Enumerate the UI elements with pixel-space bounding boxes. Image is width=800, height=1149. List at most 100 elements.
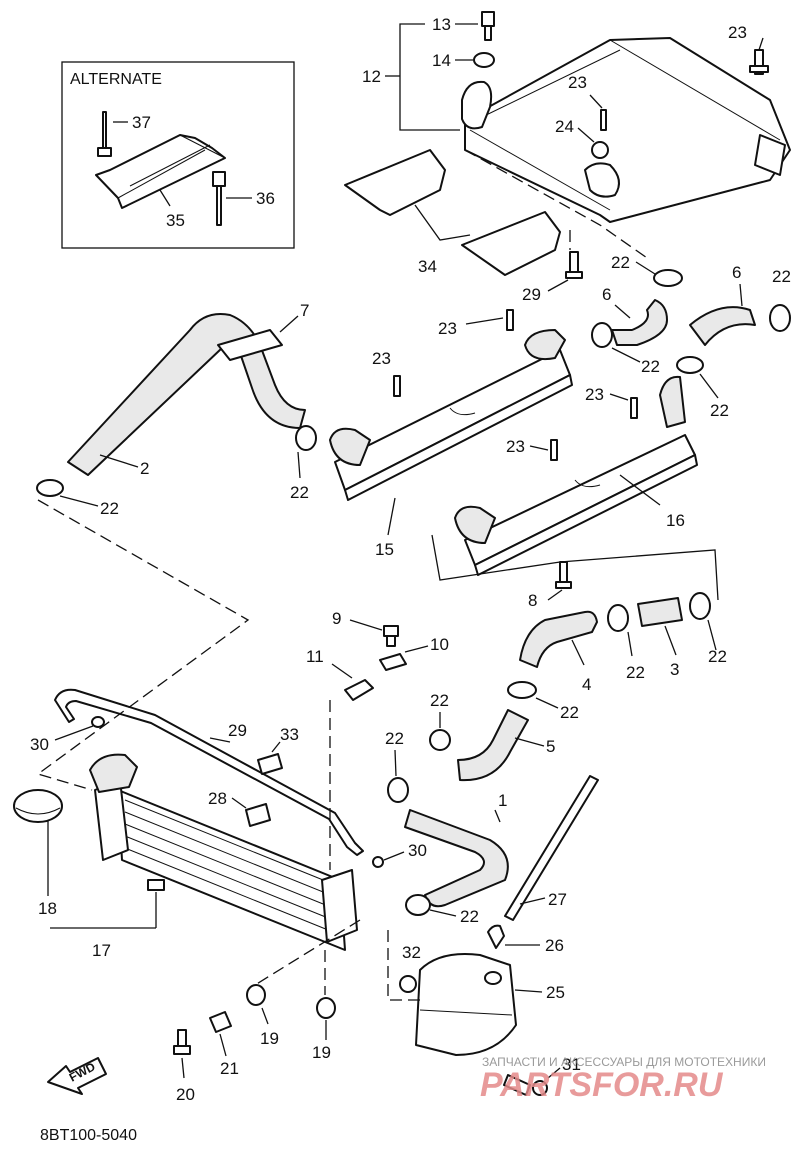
- callout-22-l: 22: [460, 907, 479, 926]
- callout-21: 21: [220, 1059, 239, 1078]
- bolt-23-top: [749, 49, 769, 75]
- callout-20: 20: [176, 1085, 195, 1104]
- watermark-line1: ЗАПЧАСТИ И АКСЕССУАРЫ ДЛЯ МОТОТЕХНИКИ: [482, 1055, 766, 1069]
- callout-19-a: 19: [260, 1029, 279, 1048]
- callout-37: 37: [132, 113, 151, 132]
- clip-33: [257, 753, 283, 775]
- hose-6-right: [689, 306, 756, 346]
- oil-cooler-16: [454, 375, 698, 576]
- bolt-23-d: [506, 309, 514, 331]
- clamp-22-j: [429, 729, 451, 751]
- diagram-code: 8BT100-5040: [40, 1127, 137, 1144]
- callout-14: 14: [432, 51, 451, 70]
- clamp-22-f: [36, 479, 64, 497]
- callout-8: 8: [528, 591, 537, 610]
- nut-10: [379, 653, 407, 671]
- clamp-22-g: [607, 604, 629, 632]
- callout-30-a: 30: [30, 735, 49, 754]
- callout-23-a: 23: [728, 23, 747, 42]
- callout-25: 25: [546, 983, 565, 1002]
- callout-22-h: 22: [708, 647, 727, 666]
- hose-5: [457, 709, 529, 782]
- callout-24: 24: [555, 117, 574, 136]
- bolt-23-c: [393, 375, 401, 397]
- callout-22-i: 22: [560, 703, 579, 722]
- callout-23-b: 23: [568, 73, 587, 92]
- clamp-22-h: [689, 592, 711, 620]
- fwd-arrow-icon: FWD: [47, 1057, 107, 1095]
- callout-3: 3: [670, 660, 679, 679]
- bolt-23-mid: [600, 109, 607, 131]
- callout-22-f: 22: [100, 499, 119, 518]
- callout-32: 32: [402, 943, 421, 962]
- callout-23-c: 23: [372, 349, 391, 368]
- callout-9: 9: [332, 609, 341, 628]
- clamp-30-lower: [372, 856, 384, 868]
- hose-27: [504, 775, 599, 921]
- hose-3: [637, 597, 683, 627]
- callout-17: 17: [92, 941, 111, 960]
- watermark-line2: PARTSFOR.RU: [480, 1066, 724, 1104]
- callout-22-b: 22: [641, 357, 660, 376]
- watermark-logo: ЗАПЧАСТИ И АКСЕССУАРЫ ДЛЯ МОТОТЕХНИКИ PA…: [480, 1055, 766, 1104]
- rivet-36: [212, 171, 226, 226]
- callout-16: 16: [666, 511, 685, 530]
- callout-22-e: 22: [290, 483, 309, 502]
- callout-2: 2: [140, 459, 149, 478]
- clamp-22-b: [591, 322, 613, 348]
- callout-27: 27: [548, 890, 567, 909]
- callout-33: 33: [280, 725, 299, 744]
- bolt-8: [555, 561, 572, 589]
- callout-23-f: 23: [506, 437, 525, 456]
- callout-6-b: 6: [732, 263, 741, 282]
- callout-26: 26: [545, 936, 564, 955]
- callout-22-a: 22: [611, 253, 630, 272]
- callout-7: 7: [300, 301, 309, 320]
- pipe-4: [519, 610, 598, 668]
- callout-22-d: 22: [710, 401, 729, 420]
- callout-19-b: 19: [312, 1043, 331, 1062]
- panel-12: [464, 37, 791, 223]
- callout-13: 13: [432, 15, 451, 34]
- grommet-14: [473, 52, 495, 68]
- bracket-7: [217, 329, 283, 361]
- oil-cooler-15: [329, 329, 573, 501]
- clamp-22-d: [676, 356, 704, 374]
- radiator-cap-18: [13, 789, 63, 823]
- cap-26: [487, 924, 505, 949]
- grommet-19-left: [246, 984, 266, 1006]
- callout-5: 5: [546, 737, 555, 756]
- callout-29-b: 29: [228, 721, 247, 740]
- callout-22-c: 22: [772, 267, 791, 286]
- alternate-inset: ALTERNATE 37 36 35: [61, 61, 295, 249]
- bolt-37: [97, 111, 112, 157]
- hose-6-left: [611, 299, 668, 346]
- callout-22-k: 22: [385, 729, 404, 748]
- bolt-32: [399, 975, 417, 993]
- callout-34: 34: [418, 257, 437, 276]
- radiator-17: [89, 753, 358, 951]
- callout-36: 36: [256, 189, 275, 208]
- callout-29-a: 29: [522, 285, 541, 304]
- bolt-23-e: [630, 397, 638, 419]
- clamp-22-k: [387, 777, 409, 803]
- bolt-31: [503, 1074, 548, 1096]
- shield-34: [344, 149, 561, 276]
- callout-23-d: 23: [438, 319, 457, 338]
- callout-6-a: 6: [602, 285, 611, 304]
- clamp-22-e: [295, 425, 317, 451]
- bolt-23-f: [550, 439, 558, 461]
- callout-28: 28: [208, 789, 227, 808]
- clamp-22-upper: [653, 269, 683, 287]
- bolt-9: [383, 625, 399, 647]
- callout-23-e: 23: [585, 385, 604, 404]
- callout-1: 1: [498, 791, 507, 810]
- bolt-20: [173, 1029, 191, 1055]
- callout-15: 15: [375, 540, 394, 559]
- hose-29: [54, 688, 364, 856]
- mount-12: [461, 80, 493, 130]
- callout-18: 18: [38, 899, 57, 918]
- reservoir-tank-25: [415, 953, 517, 1056]
- clip-28: [245, 803, 271, 827]
